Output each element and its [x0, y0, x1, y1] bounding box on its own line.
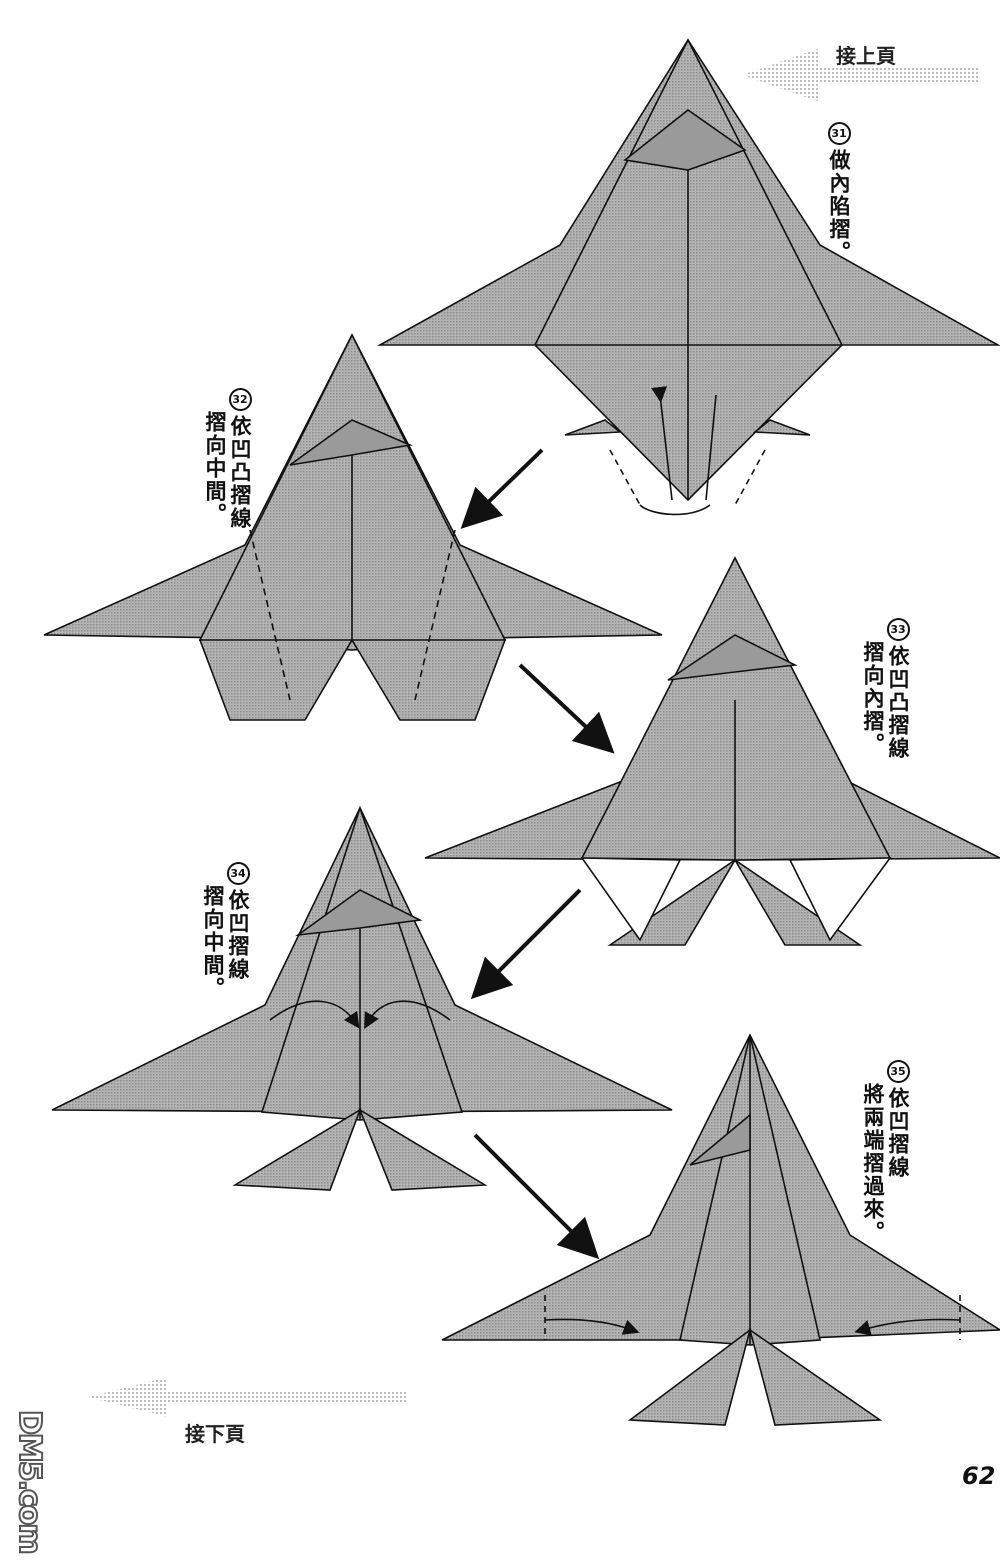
continue-from-prev-label: 接上頁	[836, 44, 896, 68]
step-32-number: 32	[228, 388, 252, 411]
step-34-instruction: 34依凹摺線摺向中間。	[200, 862, 250, 1000]
prev-page-arrow	[742, 48, 980, 102]
step-34-number: 34	[226, 862, 250, 885]
continue-to-next-label: 接下頁	[185, 1422, 245, 1446]
step-34-model	[51, 805, 673, 1191]
step-32-model	[43, 333, 663, 721]
step-31-number: 31	[827, 122, 851, 145]
step-32-instruction: 32依凹凸摺線摺向中間。	[202, 388, 252, 530]
step-31-instruction: 31做內陷摺。	[826, 122, 851, 264]
next-page-arrow	[88, 1377, 406, 1417]
step-33-instruction: 33依凹凸摺線摺向內摺。	[860, 618, 910, 760]
watermark-logo: DM5.com	[11, 1409, 48, 1554]
step-35-number: 35	[886, 1060, 910, 1083]
step-35-instruction: 35依凹摺線將兩端摺過來。	[860, 1060, 910, 1244]
step-35-model	[441, 1033, 1000, 1426]
step-33-model	[424, 556, 1000, 946]
page-number: 62	[962, 1462, 996, 1490]
step-33-number: 33	[886, 618, 910, 641]
step-31-model	[376, 38, 1000, 516]
